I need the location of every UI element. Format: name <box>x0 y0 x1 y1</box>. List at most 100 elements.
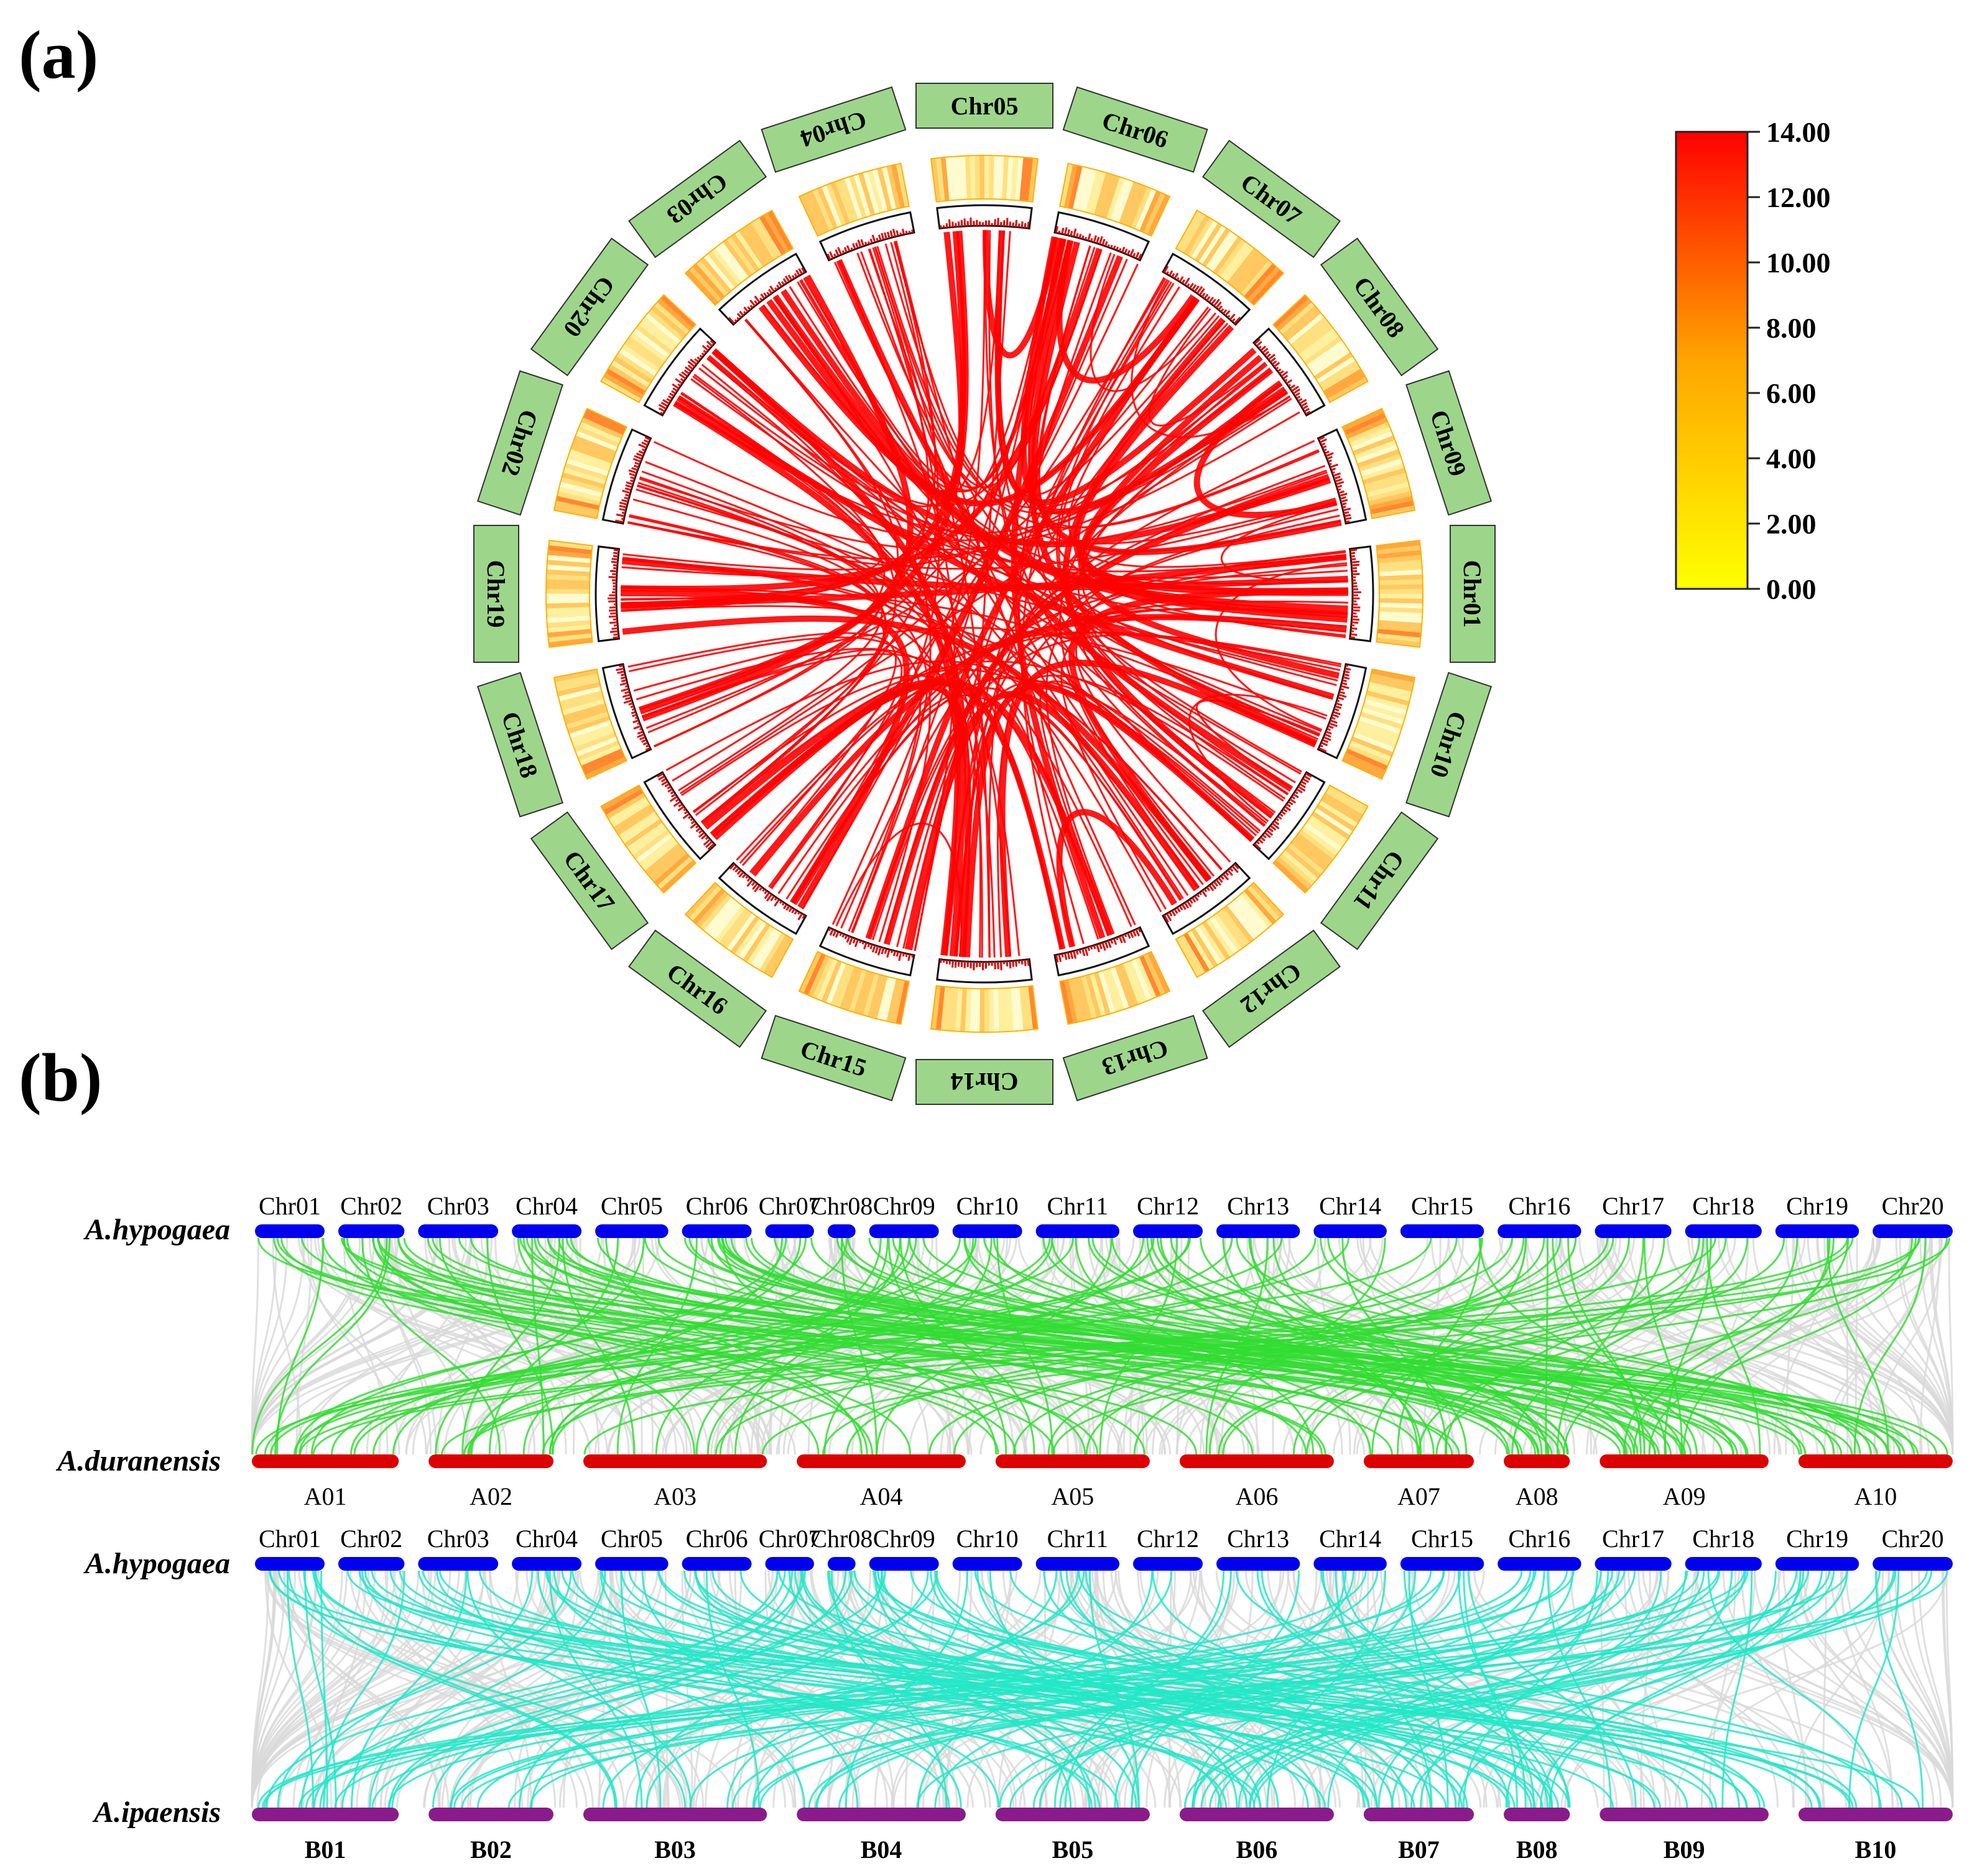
ortholog-link <box>276 1237 325 1455</box>
heatmap-bin <box>548 632 592 643</box>
density-spike <box>1351 558 1356 561</box>
chromosome-bar-upper <box>682 1224 752 1238</box>
ortholog-link <box>272 1237 1055 1455</box>
density-spike <box>690 818 694 821</box>
chromosome-label-upper: Chr07 <box>759 1192 821 1220</box>
heatmap-bin <box>1349 741 1392 762</box>
density-spike <box>611 558 618 561</box>
density-spike <box>1277 815 1282 820</box>
collinearity-link <box>988 282 1175 958</box>
heatmap-outline <box>798 162 910 237</box>
collinearity-link <box>946 320 1226 956</box>
density-spike <box>1336 484 1343 488</box>
heatmap-bin <box>560 476 604 493</box>
density-spike <box>1328 722 1338 728</box>
background-link <box>1509 1237 1881 1455</box>
collinearity-link <box>895 241 1136 926</box>
density-spike <box>960 219 963 227</box>
density-spike <box>743 311 747 315</box>
heatmap-bin <box>1230 251 1262 289</box>
heatmap-bin <box>840 178 859 221</box>
density-track <box>1252 327 1326 417</box>
heatmap-bin <box>559 481 603 497</box>
density-spike <box>770 895 775 902</box>
density-spike <box>1328 459 1332 463</box>
heatmap-bin <box>1093 172 1111 216</box>
density-spike <box>1218 877 1223 883</box>
density-spike <box>1279 813 1284 817</box>
density-spike <box>1181 903 1187 910</box>
density-spike <box>829 251 834 259</box>
density-spike <box>1090 238 1093 242</box>
density-spike <box>776 284 780 289</box>
heatmap-bin <box>738 228 767 267</box>
heatmap-bin <box>1114 965 1134 1008</box>
density-spike <box>1087 233 1091 241</box>
density-track <box>936 958 1033 984</box>
heatmap-bin <box>1143 953 1165 996</box>
chromosome-segment-chr13 <box>1053 926 1171 1025</box>
collinearity-link <box>1021 277 1165 947</box>
density-spike <box>682 813 690 820</box>
heatmap-bin <box>722 910 752 949</box>
heatmap-bin <box>564 463 608 481</box>
density-spike <box>1231 865 1239 874</box>
density-spike <box>1328 725 1334 729</box>
density-spike <box>669 392 675 397</box>
heatmap-bin <box>1250 270 1284 305</box>
heatmap-bin <box>1306 340 1345 369</box>
heatmap-bin <box>1377 550 1422 560</box>
density-spike <box>1058 954 1062 963</box>
collinearity-link <box>1031 241 1342 555</box>
heatmap-bin <box>644 843 682 875</box>
heatmap-bin <box>1098 971 1116 1014</box>
heatmap-bin <box>703 897 735 934</box>
background-link <box>1457 1237 1871 1455</box>
heatmap-bin <box>707 899 739 937</box>
heatmap-bin <box>635 833 673 864</box>
heatmap-bin <box>583 412 625 435</box>
background-link <box>251 1570 637 1808</box>
heatmap-bin <box>812 956 834 999</box>
chromosome-label-upper: Chr20 <box>1882 1525 1944 1553</box>
heatmap-bin <box>1308 344 1348 373</box>
heatmap-bin <box>896 980 909 1025</box>
density-track <box>1348 545 1374 642</box>
heatmap-bin <box>1364 472 1407 489</box>
chromosome-label-upper: Chr14 <box>1319 1192 1381 1220</box>
density-spike <box>616 667 624 672</box>
chromosome-bar-upper <box>1313 1557 1387 1571</box>
chromosome-label-box: Chr06 <box>1062 86 1208 173</box>
density-spike <box>1340 688 1345 691</box>
density-spike <box>1339 691 1345 695</box>
heatmap-bin <box>1379 598 1423 604</box>
density-spike <box>1224 310 1231 317</box>
density-spike <box>664 783 670 788</box>
chromosome-label-upper: Chr02 <box>340 1192 402 1220</box>
density-spike <box>826 253 831 261</box>
density-spike <box>699 354 703 358</box>
heatmap-bin <box>1273 295 1309 328</box>
collinearity-link <box>627 501 1337 570</box>
chromosome-bar-upper <box>1872 1557 1953 1571</box>
heatmap-bin <box>638 320 676 351</box>
ortholog-link <box>989 1570 1140 1808</box>
density-spike <box>680 378 685 382</box>
heatmap-bin <box>863 973 879 1017</box>
heatmap-bin <box>767 936 794 977</box>
density-spike <box>1067 952 1071 959</box>
density-spike <box>1229 867 1234 872</box>
ortholog-link <box>688 1237 1807 1455</box>
density-spike <box>764 890 768 895</box>
ortholog-link <box>295 1237 807 1455</box>
heatmap-bin <box>830 181 851 224</box>
density-spike <box>1191 897 1197 903</box>
heatmap-bin <box>568 448 612 468</box>
chromosome-label-upper: Chr06 <box>686 1525 748 1553</box>
density-spike <box>1271 822 1280 829</box>
chromosome-segment-chr04 <box>798 162 915 262</box>
heatmap-bin <box>844 968 863 1011</box>
density-spike <box>884 232 887 239</box>
chromosome-label-box: Chr14 <box>915 1059 1053 1105</box>
background-link <box>392 1570 594 1808</box>
